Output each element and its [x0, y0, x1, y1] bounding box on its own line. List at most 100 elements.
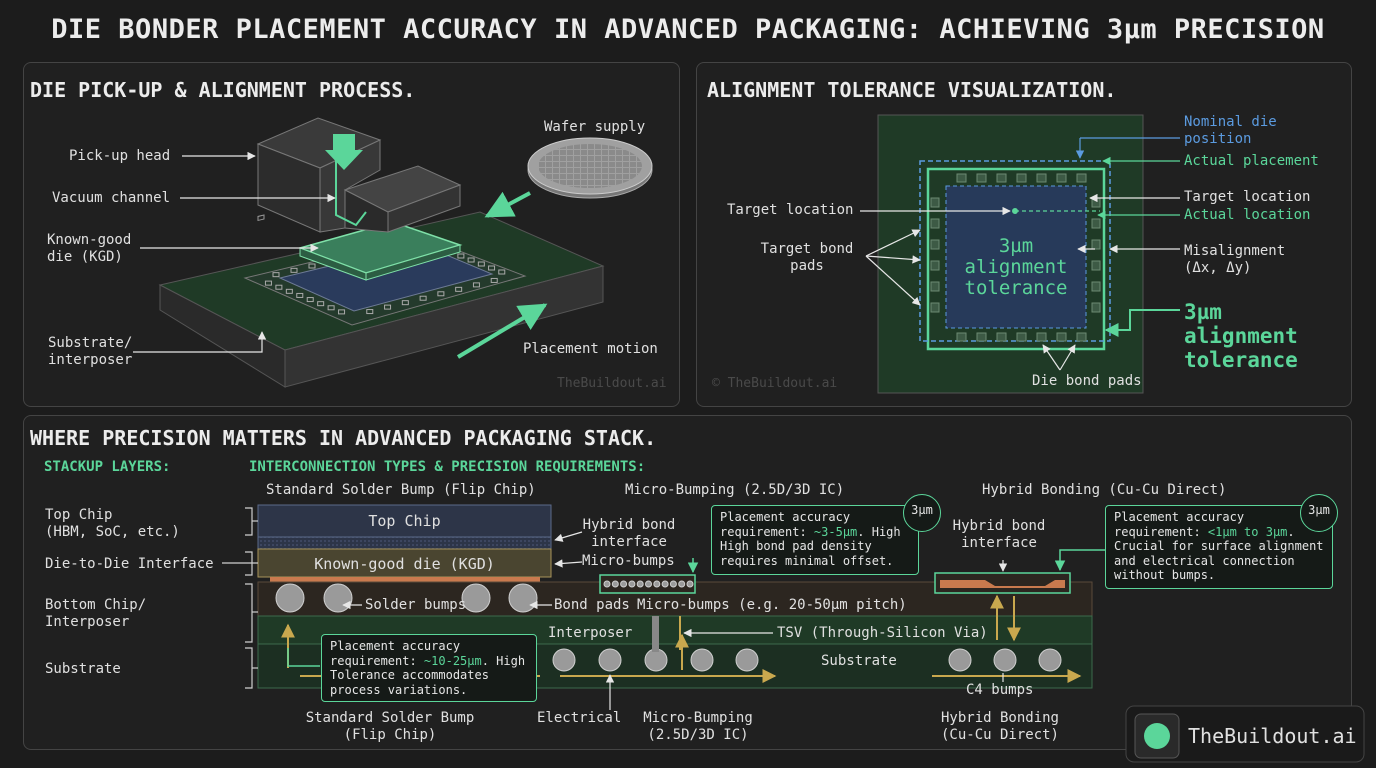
- bond-pad: [1091, 302, 1101, 313]
- bond-pad: [1016, 332, 1027, 342]
- stackup-title: STACKUP LAYERS:: [44, 459, 171, 475]
- note-hybrid: Placement accuracy requirement: <1µm to …: [1105, 505, 1333, 589]
- micro-bump: [611, 580, 619, 588]
- layer-brackets: [222, 507, 258, 689]
- placement-motion-arrow: [456, 303, 548, 359]
- bond-pad: [930, 239, 940, 250]
- top-chip-block: [257, 504, 552, 538]
- substrate-pad: [285, 288, 293, 294]
- watermark-pickup: TheBuildout.ai: [557, 376, 667, 391]
- panel-tolerance-title: ALIGNMENT TOLERANCE VISUALIZATION.: [707, 78, 1117, 102]
- bond-pad: [930, 302, 940, 313]
- substrate-pad: [306, 297, 314, 303]
- label-wafer-supply: Wafer supply: [544, 119, 646, 135]
- micro-bump: [628, 580, 636, 588]
- substrate-pad: [290, 267, 298, 273]
- note-solder-value: ~10-25µm: [423, 653, 482, 668]
- label-hybrid-interface-left: Hybrid bond interface: [582, 517, 676, 550]
- panel-pickup-title: DIE PICK-UP & ALIGNMENT PROCESS.: [30, 78, 416, 102]
- bond-pad: [1056, 332, 1067, 342]
- note-hybrid-prefix: Placement accuracy requirement:: [1114, 510, 1245, 539]
- bond-pad: [930, 281, 940, 292]
- micro-bump: [661, 580, 669, 588]
- label-solder-bumps: Solder bumps: [365, 597, 467, 613]
- micro-bump: [620, 580, 628, 588]
- micro-bump: [653, 580, 661, 588]
- substrate-pad: [488, 265, 496, 271]
- bond-pad: [956, 173, 967, 183]
- bond-pad: [1016, 173, 1027, 183]
- kgd-die: [297, 221, 463, 281]
- label-tsv: TSV (Through-Silicon Via): [777, 625, 988, 641]
- layer-bottom-chip: Bottom Chip/ Interposer: [45, 597, 147, 630]
- stack-substrate: Substrate: [821, 653, 897, 669]
- bottom-label-hybrid: Hybrid Bonding (Cu-Cu Direct): [940, 710, 1059, 743]
- micro-bump-row: [603, 580, 694, 588]
- label-c4-bumps: C4 bumps: [966, 682, 1034, 698]
- label-hybrid-interface-right: Hybrid bond interface: [952, 518, 1046, 551]
- note-micro: Placement accuracy requirement: ~3-5µm. …: [711, 505, 919, 575]
- note-solder: Placement accuracy requirement: ~10-25µm…: [321, 634, 537, 702]
- wafer-arrow: [484, 191, 531, 218]
- note-hybrid-suffix: . Crucial for surface alignment and elec…: [1114, 524, 1324, 583]
- bond-pad: [976, 332, 987, 342]
- substrate-pad: [455, 286, 463, 292]
- head-micro: Micro-Bumping (2.5D/3D IC): [625, 482, 845, 498]
- substrate-pad: [401, 300, 409, 306]
- bond-pad: [1091, 239, 1101, 250]
- substrate-pad: [296, 292, 304, 298]
- bond-pad: [1091, 218, 1101, 229]
- bottom-label-micro: Micro-Bumping (2.5D/3D IC): [643, 710, 753, 743]
- interconnect-title: INTERCONNECTION TYPES & PRECISION REQUIR…: [249, 459, 646, 475]
- badge-hybrid-3um: 3µm: [1300, 494, 1338, 532]
- label-micro-bumps-pitch: Micro-bumps (e.g. 20-50µm pitch): [637, 597, 907, 613]
- head-hybrid: Hybrid Bonding (Cu-Cu Direct): [982, 482, 1227, 498]
- panel-stack-title: WHERE PRECISION MATTERS IN ADVANCED PACK…: [30, 426, 657, 450]
- bottom-label-solder: Standard Solder Bump (Flip Chip): [305, 710, 475, 743]
- micro-bump: [678, 580, 686, 588]
- substrate-pad: [457, 253, 465, 259]
- layer-top-chip: Top Chip (HBM, SoC, etc.): [45, 507, 180, 540]
- note-solder-prefix: Placement accuracy requirement:: [330, 639, 461, 668]
- label-bond-pads: Bond pads: [554, 597, 630, 613]
- substrate-pad: [467, 257, 475, 263]
- stack-interposer: Interposer: [548, 625, 633, 641]
- badge-micro-3um: 3µm: [903, 494, 941, 532]
- brand-name[interactable]: TheBuildout.ai: [1188, 724, 1357, 748]
- bottom-label-electrical: Electrical: [537, 710, 622, 726]
- pad-ring: [257, 214, 265, 222]
- kgd-block: [257, 548, 552, 578]
- label-target-bond-pads: Target bond pads: [760, 241, 854, 274]
- head-solder: Standard Solder Bump (Flip Chip): [266, 482, 536, 498]
- stack-top-chip: Top Chip: [368, 512, 441, 530]
- label-vacuum-channel: Vacuum channel: [52, 190, 171, 206]
- bond-pad: [1056, 173, 1067, 183]
- bond-pad: [976, 173, 987, 183]
- note-micro-suffix: . High High bond pad density requires mi…: [720, 524, 901, 568]
- label-pickup-head: Pick-up head: [69, 148, 171, 164]
- note-hybrid-value: <1µm to 3µm: [1207, 524, 1288, 539]
- bond-pad: [1076, 173, 1087, 183]
- substrate-pad: [384, 304, 392, 310]
- actual-placement-outline: [926, 167, 1106, 351]
- substrate-pad: [327, 305, 335, 311]
- substrate-pad: [437, 291, 445, 297]
- substrate-pad: [264, 280, 272, 286]
- substrate-pad: [275, 284, 283, 290]
- stack-kgd: Known-good die (KGD): [314, 555, 495, 573]
- label-target-location-left: Target location: [727, 202, 854, 218]
- brand-box: [1125, 705, 1365, 763]
- label-actual-location: Actual location: [1184, 207, 1311, 223]
- bond-pad: [1091, 197, 1101, 208]
- micro-bump: [645, 580, 652, 588]
- brand-logo-icon: [1144, 723, 1170, 749]
- layer-d2d: Die-to-Die Interface: [45, 556, 214, 572]
- bond-pad: [996, 173, 1007, 183]
- bond-pad: [1091, 260, 1101, 271]
- page-title: DIE BONDER PLACEMENT ACCURACY IN ADVANCE…: [51, 14, 1325, 45]
- substrate-pad: [419, 295, 427, 301]
- label-substrate: Substrate/ interposer: [48, 335, 133, 368]
- note-micro-prefix: Placement accuracy requirement:: [720, 510, 851, 539]
- bond-pad: [1036, 332, 1047, 342]
